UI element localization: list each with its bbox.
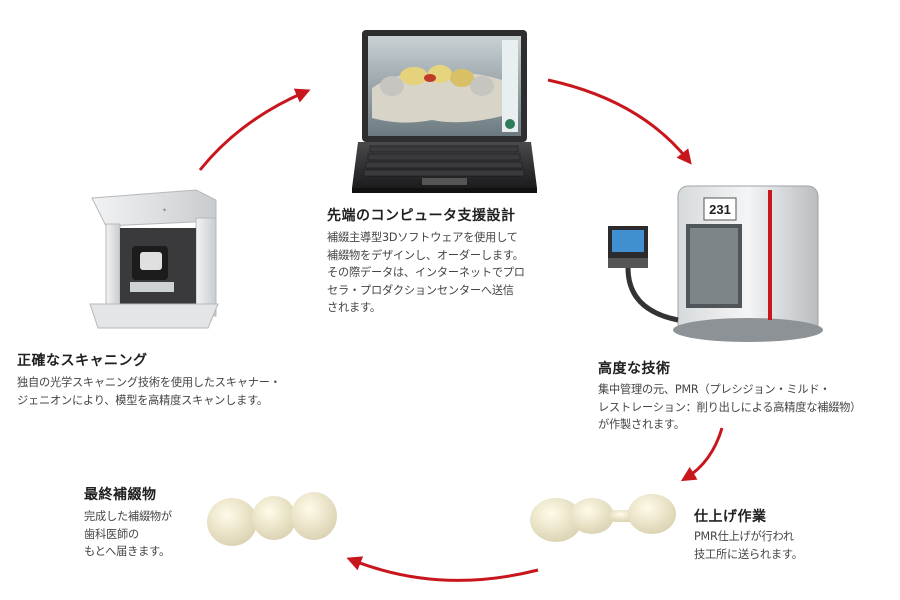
final-line: もとへ届きます。 bbox=[84, 545, 170, 558]
finishing-step-title: 仕上げ作業 bbox=[694, 509, 767, 525]
design-line: 補綴主導型3Dソフトウェアを使用して bbox=[327, 231, 518, 244]
design-step-description: 補綴主導型3Dソフトウェアを使用して 補綴物をデザインし、オーダーします。 その… bbox=[327, 229, 525, 317]
technology-step-description: 集中管理の元、PMR（プレシジョン・ミルド・ レストレーション：削り出しによる高… bbox=[598, 381, 861, 434]
design-line: その際データは、インターネットでプロ bbox=[327, 266, 525, 279]
milling-machine-illustration: 231 bbox=[608, 185, 823, 342]
arrow-finish-to-final bbox=[346, 556, 539, 582]
finishing-line: 技工所に送られます。 bbox=[694, 547, 803, 561]
design-line: 補綴物をデザインし、オーダーします。 bbox=[327, 248, 524, 262]
arrow-scan-to-design bbox=[198, 88, 311, 171]
finished-bridge-illustration bbox=[530, 494, 676, 542]
technology-line: が作製されます。 bbox=[598, 418, 685, 431]
finishing-line: PMR仕上げが行われ bbox=[694, 530, 794, 543]
final-step-title: 最終補綴物 bbox=[84, 487, 157, 503]
scanning-line: ジェニオンにより、模型を高精度スキャンします。 bbox=[17, 393, 268, 407]
arrow-design-to-tech bbox=[547, 78, 692, 165]
dental-model-render bbox=[372, 65, 502, 123]
scanner-illustration: ✦ bbox=[89, 189, 219, 329]
final-line: 歯科医師の bbox=[84, 527, 139, 541]
design-line: されます。 bbox=[327, 301, 381, 314]
finishing-step-description: PMR仕上げが行われ 技工所に送られます。 bbox=[694, 528, 803, 563]
svg-text:✦: ✦ bbox=[162, 207, 167, 214]
laptop-illustration bbox=[352, 30, 537, 193]
technology-step-title: 高度な技術 bbox=[598, 361, 671, 377]
final-step-description: 完成した補綴物が 歯科医師の もとへ届きます。 bbox=[84, 508, 172, 561]
scanning-step-title: 正確なスキャニング bbox=[17, 353, 148, 369]
machine-panel-number: 231 bbox=[709, 202, 731, 217]
technology-line: 集中管理の元、PMR（プレシジョン・ミルド・ bbox=[598, 383, 831, 396]
scanning-line: 独自の光学スキャニング技術を使用したスキャナー・ bbox=[17, 376, 281, 389]
design-line: セラ・プロダクションセンターへ送信 bbox=[327, 283, 514, 297]
final-restoration-illustration bbox=[207, 492, 337, 546]
scanning-step-description: 独自の光学スキャニング技術を使用したスキャナー・ ジェニオンにより、模型を高精度… bbox=[17, 374, 281, 409]
design-step-title: 先端のコンピュータ支援設計 bbox=[327, 208, 516, 224]
final-line: 完成した補綴物が bbox=[84, 510, 172, 523]
technology-line: レストレーション：削り出しによる高精度な補綴物） bbox=[598, 400, 862, 414]
arrow-tech-to-finish bbox=[680, 427, 724, 482]
